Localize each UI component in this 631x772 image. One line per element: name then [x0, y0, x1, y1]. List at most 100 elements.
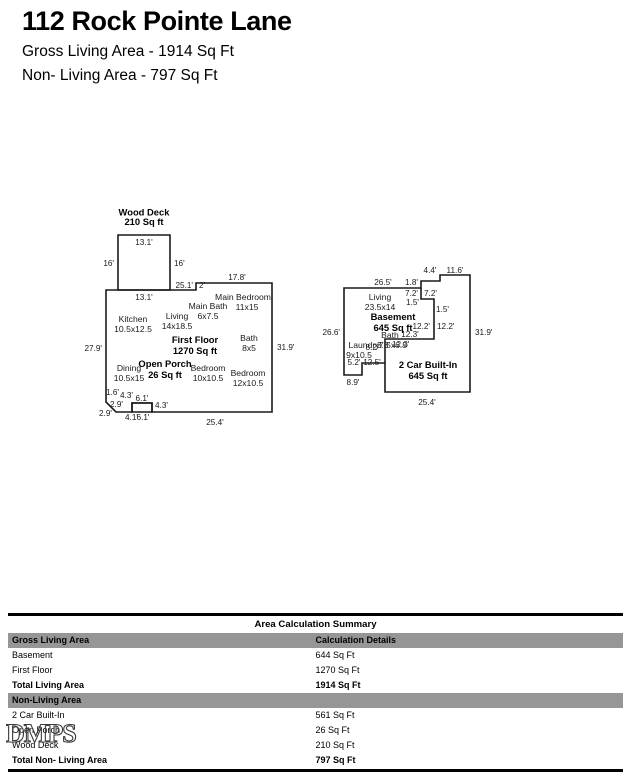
- open-porch-outline: [131, 402, 153, 413]
- header: 112 Rock Pointe Lane Gross Living Area -…: [22, 4, 582, 86]
- section-label-non-living-area: Non-Living Area: [8, 693, 316, 708]
- dim-deck-right: 16': [174, 259, 185, 268]
- room-bedroom2-size: 10x10.5: [193, 373, 224, 383]
- non-living-area-subtitle: Non- Living Area - 797 Sq Ft: [22, 67, 218, 84]
- room-living-label: Living: [166, 311, 189, 321]
- dim-deck-left: 16': [103, 259, 114, 268]
- room-basement-bath-label: Bath: [381, 330, 399, 340]
- dim-laundry-125: 12.5': [363, 358, 381, 367]
- room-basement-living-label: Living: [369, 292, 392, 302]
- dim-deck-top: 13.1': [135, 238, 153, 247]
- dim-corner-a: 1.6': [106, 388, 119, 397]
- row-label-wood-deck: Wood Deck: [12, 740, 59, 750]
- room-main-bath-label: Main Bath: [189, 301, 228, 311]
- open-porch-title: Open Porch: [138, 358, 191, 369]
- dim-basement-bottom-left: 8.9': [347, 378, 360, 387]
- dim-laundry-82: 8.2': [366, 343, 379, 352]
- gross-living-area-subtitle: Gross Living Area - 1914 Sq Ft: [22, 43, 234, 60]
- table-row-basement: Basement 644 Sq Ft: [8, 648, 623, 663]
- dim-porch-bottom: 6.1': [137, 413, 150, 422]
- dim-basement-122a: 12.2': [413, 322, 431, 331]
- row-label-2-car-built-in: 2 Car Built-In: [12, 710, 65, 720]
- dim-porch-top: 6.1': [136, 394, 149, 403]
- row-detail-open-porch: 26 Sq Ft: [315, 725, 350, 735]
- dim-first-floor-right: 31.9': [277, 343, 295, 352]
- basement-outline: [343, 274, 471, 393]
- row-label-first-floor: First Floor: [12, 665, 53, 675]
- dim-corner-c: 2.9': [99, 409, 112, 418]
- first-floor-title: First Floor: [172, 334, 219, 345]
- dim-basement-7b: 7.2': [424, 289, 437, 298]
- dim-porch-right-b: 4.3': [120, 391, 133, 400]
- first-floor-area: 1270 Sq ft: [173, 345, 217, 356]
- dim-basement-top-left: 26.5': [374, 278, 392, 287]
- room-dining-label: Dining: [117, 363, 142, 373]
- dim-basement-15a: 1.5': [406, 298, 419, 307]
- garage-title: 2 Car Built-In: [399, 359, 458, 370]
- wood-deck-title: Wood Deck: [119, 207, 171, 218]
- dim-basement-123a: 12.3': [401, 330, 419, 339]
- first-floor-plan-group: Wood Deck 210 Sq ft 13.1' 16' 16' 25.1' …: [85, 207, 295, 428]
- dim-corner-e: 4.1': [125, 413, 138, 422]
- room-main-bedroom-label: Main Bedroom: [215, 292, 271, 302]
- dim-porch-right-a: 4.3': [155, 401, 168, 410]
- room-laundry-size: 9x10.5: [346, 350, 372, 360]
- area-calculation-summary: Area Calculation Summary Gross Living Ar…: [8, 613, 623, 772]
- dim-basement-step-2: 4.4': [424, 266, 437, 275]
- dim-notch-top: 2': [199, 281, 206, 290]
- dim-first-floor-top-run: 25.1': [176, 281, 194, 290]
- row-detail-2-car-built-in: 561 Sq Ft: [315, 710, 355, 720]
- table-row-total-living: Total Living Area 1914 Sq Ft: [8, 678, 623, 693]
- room-basement-living-size: 23.5x14: [365, 302, 396, 312]
- row-label-total-non-living-area: Total Non- Living Area: [12, 755, 108, 765]
- dim-basement-top-right: 11.6': [447, 266, 464, 275]
- dim-basement-step-1: 1.8': [405, 278, 418, 287]
- table-row-first-floor: First Floor 1270 Sq Ft: [8, 663, 623, 678]
- basement-garage-divider: [384, 288, 435, 363]
- calculation-table: Area Calculation Summary Gross Living Ar…: [8, 616, 623, 768]
- room-main-bedroom-size: 11x15: [236, 302, 259, 312]
- room-bath-label: Bath: [240, 333, 258, 343]
- section-detail-non-living-area: [315, 693, 623, 708]
- room-kitchen-size: 10.5x12.5: [114, 324, 152, 334]
- row-label-basement: Basement: [12, 650, 53, 660]
- garage-area: 645 Sq ft: [408, 370, 447, 381]
- dim-basement-7a: 7.2': [405, 289, 418, 298]
- dim-top-right: 17.8': [228, 273, 246, 282]
- dim-basement-15b: 1.5': [436, 305, 449, 314]
- room-bedroom3-size: 12x10.5: [233, 378, 264, 388]
- open-porch-area: 26 Sq ft: [148, 369, 182, 380]
- table-header-row: Gross Living Area Calculation Details: [8, 633, 623, 648]
- room-main-bath-size: 6x7.5: [197, 311, 218, 321]
- room-living-size: 14x18.5: [162, 321, 193, 331]
- table-row-open-porch: Open Porch 26 Sq Ft: [8, 723, 623, 738]
- dim-basement-123b: 12.3': [392, 340, 410, 349]
- room-kitchen-label: Kitchen: [119, 314, 148, 324]
- dim-first-floor-bottom: 25.4': [206, 418, 224, 427]
- basement-area: 645 Sq ft: [373, 322, 412, 333]
- row-detail-first-floor: 1270 Sq Ft: [315, 665, 360, 675]
- dim-corner-b: 2.9': [110, 400, 123, 409]
- wood-deck-area: 210 Sq ft: [124, 216, 163, 227]
- dim-laundry-52: 5.2': [348, 358, 361, 367]
- room-basement-bath-size: 7.5x6.5: [379, 340, 407, 350]
- page-title: 112 Rock Pointe Lane: [22, 6, 292, 36]
- row-detail-basement: 644 Sq Ft: [315, 650, 355, 660]
- dim-deck-bottom: 13.1': [135, 293, 153, 302]
- floor-plan-sketch-area: Wood Deck 210 Sq ft 13.1' 16' 16' 25.1' …: [0, 195, 631, 450]
- room-bedroom3-label: Bedroom: [231, 368, 266, 378]
- basement-plan-group: 26.5' 1.8' 4.4' 11.6' 7.2' 7.2' 1.5' 1.5…: [323, 266, 493, 407]
- room-bath-size: 8x5: [242, 343, 256, 353]
- row-detail-total-non-living-area: 797 Sq Ft: [315, 755, 356, 765]
- row-label-total-living-area: Total Living Area: [12, 680, 85, 690]
- room-laundry-label: Laundry: [348, 340, 380, 350]
- column-header-calculation-details: Calculation Details: [315, 633, 623, 648]
- dim-basement-38: 3.8': [377, 341, 390, 350]
- dim-basement-bottom: 25.4': [418, 398, 436, 407]
- column-header-gross-living-area: Gross Living Area: [8, 633, 316, 648]
- table-row-2-car-built-in: 2 Car Built-In 561 Sq Ft: [8, 708, 623, 723]
- table-top-rule: [8, 613, 623, 616]
- dim-basement-left: 26.6': [323, 328, 341, 337]
- table-title: Area Calculation Summary: [254, 619, 377, 630]
- dim-first-floor-left: 27.9': [85, 344, 103, 353]
